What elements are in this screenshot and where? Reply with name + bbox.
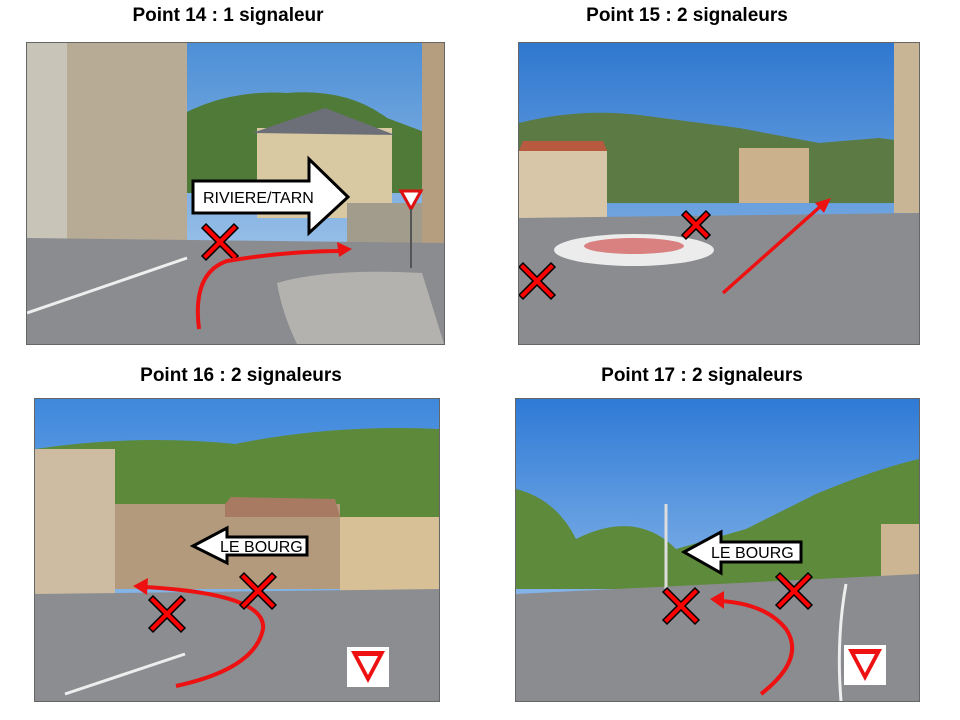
sign-label: LE BOURG: [711, 545, 794, 562]
yield-sign-icon: [347, 647, 389, 687]
cross-marker: [680, 209, 712, 241]
yield-sign-icon: [398, 189, 424, 268]
route-arrow: [720, 599, 795, 696]
cross-marker: [661, 586, 701, 626]
yield-sign-icon: [844, 645, 886, 685]
direction-arrow-sign: [191, 155, 351, 237]
route-arrow: [195, 249, 343, 330]
direction-arrow-sign: [680, 529, 803, 576]
direction-arrow-sign: [189, 525, 309, 566]
cross-marker: [147, 594, 187, 634]
cross-marker: [774, 571, 814, 611]
cross-marker: [238, 571, 278, 611]
photo-point-15: [518, 42, 920, 345]
photo-point-17: LE BOURG: [515, 398, 920, 702]
sign-label: RIVIERE/TARN: [203, 190, 314, 207]
photo-point-14: RIVIERE/TARN: [26, 42, 445, 345]
sign-label: LE BOURG: [220, 539, 303, 556]
panel-title-point-15: Point 15 : 2 signaleurs: [586, 5, 788, 26]
photo-point-16: LE BOURG: [34, 398, 440, 702]
panel-title-point-17: Point 17 : 2 signaleurs: [601, 365, 803, 386]
cross-marker: [519, 261, 557, 301]
route-arrow: [144, 585, 266, 688]
panel-title-point-16: Point 16 : 2 signaleurs: [140, 365, 342, 386]
route-arrow: [721, 203, 824, 295]
panel-title-point-14: Point 14 : 1 signaleur: [132, 5, 324, 26]
